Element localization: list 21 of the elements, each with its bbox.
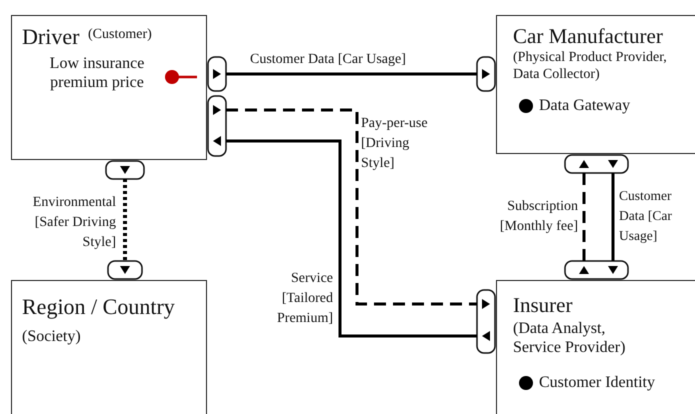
actor-description: (Customer) [88,27,152,44]
connector-arrow [608,160,618,274]
actor-title: Insurer [513,293,572,318]
actor-description: (Data Analyst, Service Provider) [513,319,626,358]
actor-description: Low insurance premium price [48,54,146,92]
actor-description: (Physical Product Provider, Data Collector) [513,50,668,84]
actor-box [496,280,695,414]
actor-description: (Society) [22,327,81,346]
connector-arrow [213,69,490,79]
bullet-item: Customer Identity [539,373,655,392]
actor-title: Region / Country [22,294,175,320]
actor-title: Car Manufacturer [513,24,663,50]
actor-title: Driver [22,24,80,50]
actor-box [11,280,207,414]
connector-arrow [213,136,490,341]
actor-box [496,15,695,154]
connector-arrow [579,160,589,274]
bullet-item: Data Gateway [539,96,630,116]
actor-box [11,15,207,160]
connector-arrow [120,166,130,274]
connector-arrow [213,105,490,309]
